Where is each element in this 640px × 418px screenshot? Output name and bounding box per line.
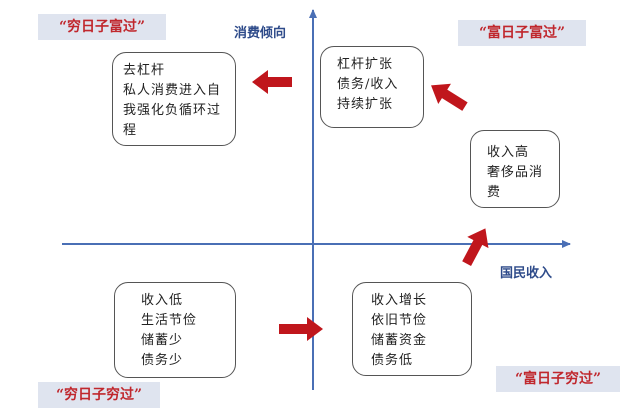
box-bottom-left: 收入低 生活节俭 储蓄少 债务少 (114, 282, 236, 378)
box-line: 程 (123, 123, 138, 138)
up-right-arrow-icon (462, 228, 489, 267)
box-line: 私人消费进入自 (123, 83, 222, 98)
box-line: 储蓄资金 (371, 333, 428, 348)
corner-label-bottom-right: “富日子穷过” (496, 366, 620, 392)
box-line: 去杠杆 (123, 63, 166, 78)
box-line: 债务/收入 (337, 77, 399, 92)
box-line: 收入增长 (371, 293, 428, 308)
left-arrow-icon (252, 70, 292, 94)
box-line: 债务低 (371, 353, 414, 368)
box-line: 生活节俭 (141, 313, 198, 328)
box-line: 储蓄少 (141, 333, 184, 348)
corner-label-bottom-left: “穷日子穷过” (38, 382, 160, 408)
box-line: 奢侈品消 (487, 165, 544, 180)
box-top-right: 杠杆扩张 债务/收入 持续扩张 (320, 46, 424, 128)
up-left-arrow-icon (431, 83, 468, 111)
box-line: 债务少 (141, 353, 184, 368)
corner-label-top-left: “穷日子富过” (38, 14, 166, 40)
right-arrow-icon (279, 317, 323, 341)
box-line: 收入高 (487, 145, 530, 160)
box-line: 我强化负循环过 (123, 103, 222, 118)
box-line: 持续扩张 (337, 97, 394, 112)
y-axis-label: 消费倾向 (234, 26, 287, 41)
box-line: 杠杆扩张 (337, 57, 394, 72)
box-top-left: 去杠杆 私人消费进入自 我强化负循环过 程 (112, 52, 236, 146)
box-right-middle: 收入高 奢侈品消 费 (470, 130, 560, 208)
box-line: 收入低 (141, 293, 184, 308)
corner-label-top-right: “富日子富过” (458, 20, 586, 46)
box-line: 依旧节俭 (371, 313, 428, 328)
x-axis-label: 国民收入 (500, 266, 553, 281)
box-bottom-right: 收入增长 依旧节俭 储蓄资金 债务低 (352, 282, 472, 376)
box-line: 费 (487, 185, 502, 200)
